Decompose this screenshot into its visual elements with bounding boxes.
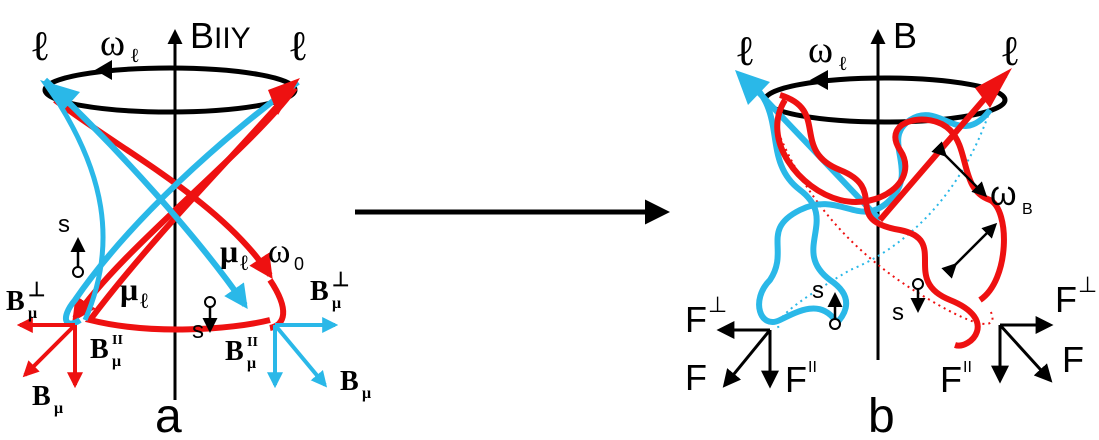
b-perp-right-label: B [310, 276, 329, 307]
blue-orbit-a2 [63, 79, 300, 327]
ell-right-b: ℓ [1000, 29, 1020, 75]
b-total-left [22, 323, 77, 378]
f-total-left [722, 329, 772, 388]
f-total-right [998, 323, 1053, 383]
mu-left-a: μ [120, 271, 138, 307]
f-perp-right-sup: ⊥ [1078, 272, 1097, 297]
b-total-right-sub: μ [362, 385, 371, 402]
caption-a: a [155, 390, 182, 440]
spin-dot-b1 [829, 318, 841, 330]
f-perp-left-label: F [685, 299, 707, 340]
b-perp-left-label: B [6, 286, 25, 317]
f-perp-left-sup: ⊥ [708, 292, 727, 317]
red-orbit-a4 [267, 278, 287, 331]
f-para-right-sup: II [963, 359, 972, 376]
b-para-right-sup: II [247, 335, 258, 350]
blue-orbit-a3 [57, 103, 106, 322]
field-label-b: B [893, 15, 917, 56]
f-para-right-label: F [940, 359, 962, 400]
blue-tip-a [40, 80, 80, 112]
b-para-left-label: B [90, 334, 109, 365]
omega-arrow-head-a [95, 60, 112, 80]
precession-ellipse-a [42, 65, 298, 115]
panel-b: ℓ ℓ ω ℓ B ω B s s F ⊥ F F II F ⊥ F F II … [685, 15, 1097, 440]
omega-l-b: ω [808, 29, 833, 71]
spin-dot-a2 [204, 296, 216, 308]
b-total-left-label: B [32, 381, 51, 412]
mu-left-sub-a: ℓ [140, 288, 148, 313]
ell-left-a: ℓ [30, 24, 50, 70]
b-para-left-sup: II [112, 333, 123, 348]
mu-right-sub-a: ℓ [240, 250, 248, 275]
f-total-left-label: F [685, 357, 707, 398]
red-wavy-b [774, 92, 1007, 349]
blue-tip-b [735, 70, 770, 105]
b-perp-right-sup: ⊥ [332, 269, 349, 291]
ell-right-a: ℓ [288, 24, 308, 70]
b-perp-left-sup: ⊥ [28, 279, 45, 301]
b-perp-left-sub: μ [28, 305, 37, 322]
caption-b: b [868, 390, 895, 440]
omega-l-a: ω [100, 22, 125, 64]
red-tip-a [268, 78, 300, 115]
field-label-a: B [190, 15, 214, 56]
b-para-right-label: B [225, 336, 244, 367]
ell-left-b: ℓ [735, 29, 755, 75]
omega-b-label: ω [990, 175, 1017, 213]
spin-dot-b2 [912, 278, 924, 290]
b-para-right-sub: μ [247, 355, 256, 372]
f-para-left-label: F [785, 359, 807, 400]
omega-b-sub: B [1022, 201, 1033, 218]
blue-orbit-a1 [42, 77, 248, 309]
b-total-right [273, 323, 328, 388]
spin-dot-a1 [72, 266, 84, 278]
spin-label-b1: s [812, 277, 824, 304]
omega-b-arrow2 [941, 222, 998, 279]
omega-l-sub-a: ℓ [130, 45, 140, 67]
mu-right-a: μ [220, 233, 238, 269]
f-total-right-label: F [1062, 339, 1084, 380]
panel-a: ℓ ℓ ω ℓ B IIY ω 0 μ ℓ μ ℓ s s B ⊥ μ B II… [6, 15, 371, 440]
f-para-left-sup: II [808, 359, 817, 376]
omega-0-a: ω [268, 233, 290, 270]
b-para-left-sub: μ [112, 353, 121, 370]
red-tip-b [975, 68, 1012, 108]
omega-b-arrow1 [931, 141, 988, 198]
b-perp-right-sub: μ [332, 295, 341, 312]
spin-label-a1: s [58, 211, 70, 238]
omega-l-sub-b: ℓ [838, 53, 848, 75]
spin-label-b2: s [892, 299, 904, 326]
spin-label-a2: s [192, 317, 204, 344]
b-total-left-sub: μ [54, 400, 63, 417]
f-perp-right-label: F [1055, 279, 1077, 320]
omega-0-sub-a: 0 [294, 254, 304, 274]
b-total-right-label: B [340, 366, 359, 397]
omega-arrow-head-b [810, 70, 828, 90]
field-suffix-a: IIY [214, 22, 251, 55]
